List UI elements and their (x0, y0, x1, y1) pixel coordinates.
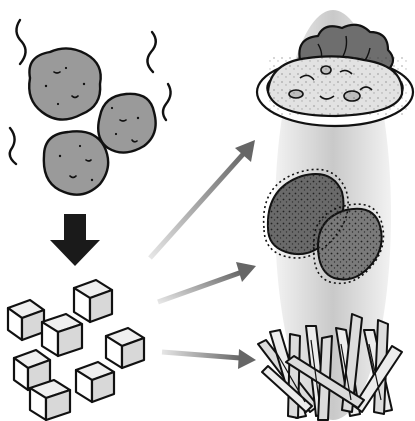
potato-salad-plate-icon (257, 25, 413, 126)
arrow-to-fries-icon (162, 349, 256, 369)
arrow-to-salad-icon (150, 140, 255, 258)
potato-cubes-icon (8, 280, 144, 420)
arrow-to-croquettes-icon (158, 262, 256, 302)
steaming-potatoes-icon (10, 20, 171, 195)
down-arrow-icon (50, 214, 100, 266)
